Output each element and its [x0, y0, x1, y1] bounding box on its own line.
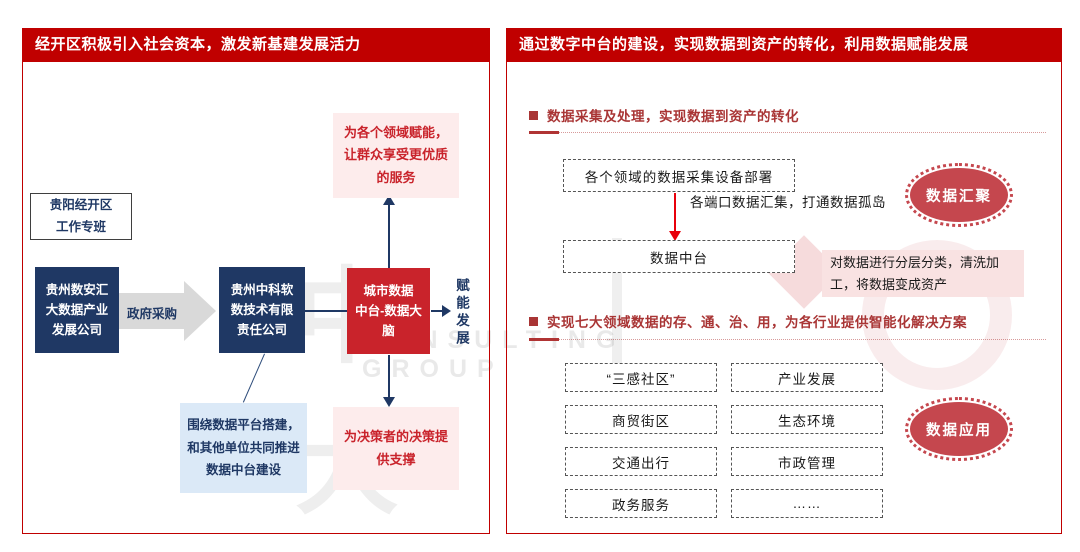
section1-bullet-label: 数据采集及处理，实现数据到资产的转化 [547, 109, 799, 124]
domain-box-industry: 产业发展 [731, 363, 883, 392]
domain-box-more: …… [731, 489, 883, 518]
domain-box-community: “三感社区” [565, 363, 717, 392]
benefit-top-box: 为各个领域赋能，让群众享受更优质的服务 [333, 113, 459, 198]
red-arrow-line [674, 193, 676, 232]
data-middle-platform-box: 数据中台 [563, 240, 795, 273]
arrow-right-line [431, 310, 443, 312]
data-collection-box: 各个领域的数据采集设备部署 [563, 159, 795, 192]
arrow-up-head-icon [383, 195, 395, 205]
empower-development-vertical-label: 赋能发展 [454, 278, 469, 348]
right-panel-title: 通过数字中台的建设，实现数据到资产的转化，利用数据赋能发展 [506, 28, 1062, 62]
bullet-square-icon [529, 110, 538, 120]
arrow-right-head-icon [442, 305, 451, 317]
arrow-down-line [388, 355, 390, 398]
watermark-divider-bar [612, 238, 622, 363]
red-arrow-head-icon [669, 231, 681, 241]
arrow-up-line [388, 204, 390, 268]
section1-bullet: 数据采集及处理，实现数据到资产的转化 [529, 105, 799, 125]
section1-separator [529, 132, 1046, 133]
arrow-down-head-icon [383, 397, 395, 407]
section2-bullet-label: 实现七大领域数据的存、通、治、用，为各行业提供智能化解决方案 [547, 315, 967, 330]
left-panel-title: 经开区积极引入社会资本，激发新基建发展活力 [22, 28, 490, 62]
domain-box-commerce: 商贸街区 [565, 405, 717, 434]
collaboration-note-box: 围绕数据平台搭建，和其他单位共同推进数据中台建设 [180, 403, 307, 493]
section1-separator-bar [529, 131, 559, 134]
company-box-shuanhui: 贵州数安汇 大数据产业 发展公司 [35, 267, 119, 353]
data-processing-note: 对数据进行分层分类，清洗加工，将数据变成资产 [822, 250, 1024, 297]
data-aggregation-badge: 数据汇聚 [905, 163, 1013, 227]
section2-bullet: 实现七大领域数据的存、通、治、用，为各行业提供智能化解决方案 [529, 311, 967, 331]
benefit-bottom-box: 为决策者的决策提供支撑 [333, 407, 459, 490]
bullet-square-icon [529, 316, 538, 326]
section2-separator [529, 339, 1046, 340]
connector-line-horizontal [305, 310, 347, 312]
data-application-badge: 数据应用 [905, 397, 1013, 461]
data-application-badge-label: 数据应用 [910, 402, 1008, 456]
red-arrow-note: 各端口数据汇集，打通数据孤岛 [690, 195, 886, 210]
procurement-arrow-body [118, 293, 184, 329]
domain-box-municipal: 市政管理 [731, 447, 883, 476]
section2-separator-bar [529, 338, 559, 341]
city-data-platform-box: 城市数据 中台-数据大 脑 [347, 268, 430, 354]
domain-box-traffic: 交通出行 [565, 447, 717, 476]
taskforce-box: 贵阳经开区 工作专班 [30, 193, 132, 240]
company-box-zhongkeruan: 贵州中科软 数技术有限 责任公司 [219, 267, 305, 353]
procurement-label: 政府采购 [126, 307, 177, 321]
domain-box-government: 政务服务 [565, 489, 717, 518]
data-aggregation-badge-label: 数据汇聚 [910, 168, 1008, 222]
procurement-arrow-head [184, 281, 216, 341]
domain-box-ecology: 生态环境 [731, 405, 883, 434]
